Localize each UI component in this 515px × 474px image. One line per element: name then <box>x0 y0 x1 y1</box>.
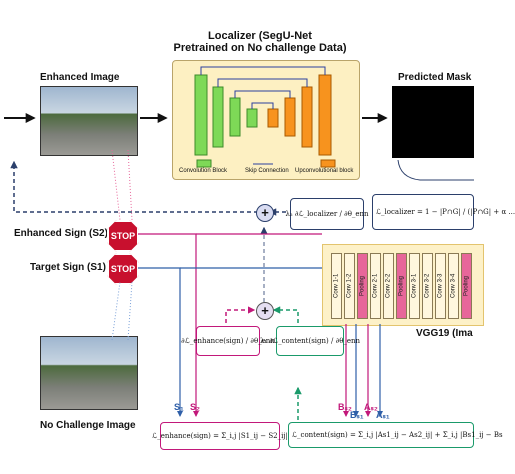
conv-block-1 <box>194 74 208 156</box>
vgg-layer-3: Pooling <box>357 253 368 319</box>
enhanced-sign-label: Enhanced Sign (S2) <box>14 228 108 239</box>
sigma-bs2-label: Bₛ₂ <box>338 402 352 412</box>
content-grad-formula: λ₁ ∂ℒ_content(sign) / ∂θ_enn <box>260 326 360 356</box>
stop-text: STOP <box>110 231 136 241</box>
enhanced-sign-line <box>138 233 199 417</box>
crop-guide-bottom <box>111 281 133 341</box>
localizer-grad-formula: λ₂ ∂ℒ_localizer / ∂θ_enn <box>285 198 369 230</box>
vgg-layer-4: Conv 2-1 <box>370 253 381 319</box>
enhance-grad-formula: ∂ℒ_enhance(sign) / ∂θ_enn <box>181 326 275 356</box>
upconv-block-3 <box>301 86 313 148</box>
conv-block-3 <box>229 97 241 137</box>
localizer-unet-box: Convolution Block Skip Connection Upconv… <box>172 60 360 180</box>
no-challenge-label: No Challenge Image <box>40 420 136 431</box>
upconv-block-4 <box>318 74 332 156</box>
sum-node-bottom: + <box>256 302 274 320</box>
legend-upconv-swatch <box>320 159 336 168</box>
upconv-block-1 <box>267 108 279 128</box>
enhanced-image-label: Enhanced Image <box>40 72 120 83</box>
enhance-loss-formula: ℒ_enhance(sign) = Σ_i,j |S1_ij − S2_ij| <box>152 422 288 450</box>
sigma-s2-label: S₂ <box>190 402 201 412</box>
target-sign-image: STOP <box>107 253 139 285</box>
sum-node-bottom-symbol: + <box>261 303 269 318</box>
vgg-layer-9: Conv 3-3 <box>435 253 446 319</box>
stop-text-2: STOP <box>110 264 136 274</box>
localizer-title: Localizer (SegU-Net Pretrained on No cha… <box>170 30 350 54</box>
vgg-layer-6: Pooling <box>396 253 407 319</box>
conv-block-4 <box>246 108 258 128</box>
upconv-block-2 <box>284 97 296 137</box>
target-sign-line <box>138 267 183 417</box>
unet-diagram <box>194 66 336 168</box>
vgg-layer-10: Conv 3-4 <box>448 253 459 319</box>
sigma-bs1-label: Bₛ₁ <box>350 410 364 420</box>
sigma-as2-label: Aₛ₂ <box>364 402 378 412</box>
sigma-as1-label: Aₛ₁ <box>376 410 390 420</box>
localizer-title-line2: Pretrained on No challenge Data) <box>173 42 347 54</box>
enhanced-image <box>40 86 138 156</box>
target-sign-label: Target Sign (S1) <box>30 262 106 273</box>
predicted-mask-label: Predicted Mask <box>398 72 472 83</box>
vgg-layer-2: Conv 1-2 <box>344 253 355 319</box>
no-challenge-image <box>40 336 138 410</box>
predicted-mask-image <box>392 86 474 158</box>
legend-conv-swatch <box>196 159 212 168</box>
legend-skip-label: Skip Connection <box>245 168 289 174</box>
vgg-layer-5: Conv 2-2 <box>383 253 394 319</box>
vgg-layer-1: Conv 1-1 <box>331 253 342 319</box>
vgg-layer-7: Conv 3-1 <box>409 253 420 319</box>
mask-to-loss-line <box>397 159 474 181</box>
skip-connections <box>200 66 326 109</box>
localizer-loss-formula: ℒ_localizer = 1 − |P∩G| / (|P∩G| + α ... <box>372 194 515 230</box>
crop-guide-top <box>111 149 133 221</box>
sigma-s1-label: S₁ <box>174 402 184 412</box>
sum-node-top: + <box>256 204 274 222</box>
enhanced-sign-image: STOP <box>107 220 139 252</box>
sum-node-top-symbol: + <box>261 205 269 220</box>
vgg19-label: VGG19 (Ima <box>416 328 473 339</box>
localizer-title-line1: Localizer (SegU-Net <box>208 30 312 42</box>
vgg-layer-11: Pooling <box>461 253 472 319</box>
content-loss-formula: ℒ_content(sign) = Σ_i,j |As1_ij − As2_ij… <box>288 422 503 448</box>
conv-block-2 <box>212 86 224 148</box>
legend-upconv-label: Upconvolutional block <box>295 168 354 174</box>
legend-conv-label: Convolution Block <box>179 168 228 174</box>
vgg-layer-8: Conv 3-2 <box>422 253 433 319</box>
